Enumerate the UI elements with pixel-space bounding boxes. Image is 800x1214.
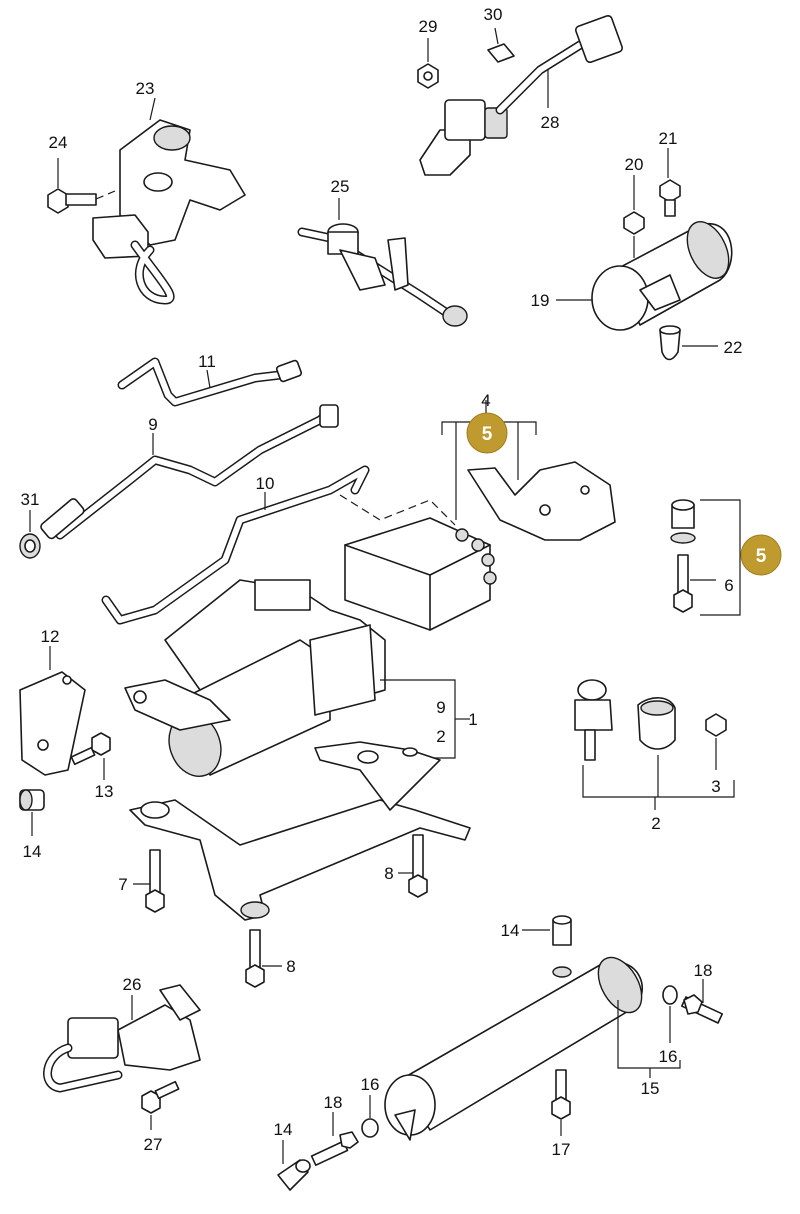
bolt-7 [133,849,165,913]
callout-6: 6 [724,576,733,595]
valve-26 [43,984,201,1093]
callout-28: 28 [541,113,560,132]
callout-1: 1 [468,710,477,729]
bolt-24 [47,158,116,214]
callout-19: 19 [531,291,550,310]
callout-labels: 29 30 28 23 24 21 20 25 19 22 11 4 9 10 … [21,5,743,1159]
bolt-21 [659,148,681,217]
air-line-10 [101,465,370,625]
nut-29 [417,38,439,89]
badge-top: 5 [466,412,508,454]
mount-bracket [129,741,471,921]
nut-3 [705,713,727,770]
callout-20: 20 [625,155,644,174]
callout-25: 25 [331,177,350,196]
clip-30 [487,27,515,63]
compressor-1 [124,579,470,777]
pressure-sensor-25 [297,198,468,327]
rubber-mount-2 [574,679,676,761]
callout-14-reservoir: 14 [501,921,520,940]
callout-21: 21 [659,129,678,148]
bolt-8-lower [245,929,282,988]
callout-14-left: 14 [23,842,42,861]
cap-31 [19,510,41,559]
badge-right: 5 [740,534,782,576]
bolt-27 [141,1080,180,1130]
washer-16-right [662,985,678,1043]
callout-13: 13 [95,782,114,801]
callout-9-line: 9 [148,415,157,434]
valve-block-4 [339,494,497,631]
nut-20 [623,175,645,258]
callout-22: 22 [724,338,743,357]
badge-right-label: 5 [756,546,767,567]
callout-27: 27 [144,1135,163,1154]
air-line-9 [40,404,339,540]
callout-24: 24 [49,133,68,152]
sleeve-22 [659,325,718,361]
callout-11: 11 [198,352,216,371]
callout-16-right: 16 [659,1047,678,1066]
bolt-6 [670,499,741,616]
callout-8-lower: 8 [286,957,295,976]
badge-top-label: 5 [482,424,493,445]
bracket-12 [19,646,86,776]
callout-3: 3 [711,777,720,796]
reservoir-15 [384,956,681,1141]
valve-14-reservoir [522,915,572,978]
callout-29: 29 [419,17,438,36]
air-line-11 [117,357,303,407]
callout-30: 30 [484,5,503,24]
valve-14-bottom [277,1140,311,1191]
callout-2-mount: 2 [651,814,660,833]
kit-2-bracket [582,755,735,810]
callout-17: 17 [552,1140,571,1159]
fitting-18-bottom [310,1112,359,1166]
valve-bracket-4 [441,400,616,541]
callout-2-compressor: 2 [436,727,445,746]
bolt-8-upper [398,834,428,898]
fitting-18-right [680,979,724,1024]
solenoid-valve-28 [419,14,624,176]
callout-23: 23 [136,79,155,98]
sleeve-14-left [19,789,45,836]
callout-26: 26 [123,975,142,994]
callout-7: 7 [118,875,127,894]
callout-15: 15 [641,1079,660,1098]
pressure-reservoir-19 [556,221,733,331]
callout-14-bottom: 14 [274,1120,293,1139]
callout-18-right: 18 [694,961,713,980]
callout-12: 12 [41,627,60,646]
callout-31: 31 [21,490,40,509]
bolt-13 [70,732,111,780]
callout-9-bracket: 9 [436,698,445,717]
callout-8-upper: 8 [384,864,393,883]
callout-18-bottom: 18 [324,1093,343,1112]
valve-bracket-23 [92,97,246,305]
callout-16-bottom: 16 [361,1075,380,1094]
washer-16-bottom [361,1095,379,1138]
callout-10: 10 [256,474,275,493]
bolt-17 [551,1069,571,1136]
callout-4: 4 [481,391,490,410]
